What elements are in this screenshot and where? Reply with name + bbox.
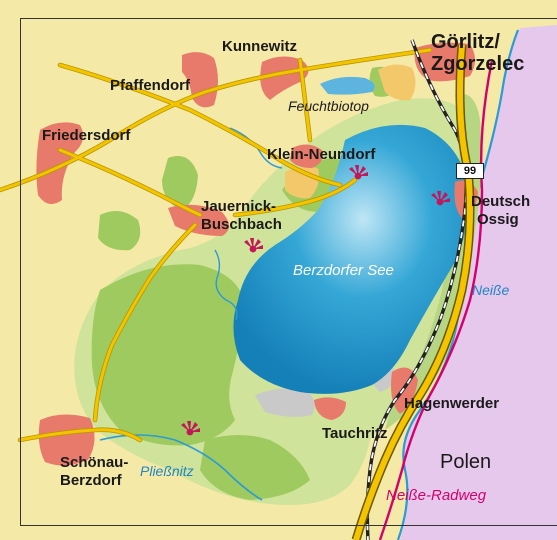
label-goerlitz-2: Zgorzelec <box>431 53 525 75</box>
label-neisse: Neiße <box>472 282 510 298</box>
town-klein-neundorf <box>290 144 323 168</box>
town-schoenau <box>38 414 95 466</box>
town-friedersdorf <box>36 122 84 204</box>
road-b99-fill <box>353 44 473 540</box>
road-number-shield: 99 <box>456 163 484 179</box>
forest-south <box>200 435 310 500</box>
stream-north <box>229 127 283 169</box>
label-kunnewitz: Kunnewitz <box>222 38 297 55</box>
town-kunnewitz <box>260 56 309 100</box>
viewpoint-icon[interactable] <box>349 165 368 180</box>
label-berzdorfer-see: Berzdorfer See <box>293 262 394 279</box>
label-schoenau-1: Schönau- <box>60 454 129 471</box>
label-pfaffendorf: Pfaffendorf <box>110 77 190 94</box>
label-goerlitz-1: Görlitz/ <box>431 31 500 53</box>
railway-dash <box>366 39 468 540</box>
bike-path <box>378 59 494 540</box>
label-jauernick-2: Buschbach <box>201 216 282 233</box>
town-pfaffendorf <box>182 52 218 108</box>
label-jauernick-1: Jauernick- <box>201 198 277 215</box>
stream-west <box>214 249 238 321</box>
town-jauernick <box>168 204 229 236</box>
label-klein-neundorf: Klein-Neundorf <box>267 146 376 163</box>
label-hagenwerder: Hagenwerder <box>404 395 500 412</box>
poland-area <box>400 25 557 540</box>
feuchtbiotop-water <box>320 76 375 95</box>
label-friedersdorf: Friedersdorf <box>42 127 131 144</box>
label-deutsch-ossig-1: Deutsch <box>471 193 531 210</box>
forest-west-1 <box>162 156 198 210</box>
pliessnitz-river <box>99 434 263 501</box>
forest-west-2 <box>98 211 141 251</box>
local-roads-fill <box>0 48 432 442</box>
viewpoint-icon[interactable] <box>431 191 450 206</box>
label-deutsch-ossig-2: Ossig <box>477 211 519 228</box>
town-tauchritz <box>314 397 346 420</box>
sand-area-2 <box>378 64 416 101</box>
mining-area <box>255 388 315 417</box>
viewpoint-icon[interactable] <box>244 238 263 253</box>
label-neisse-radweg: Neiße-Radweg <box>386 487 487 504</box>
label-feuchtbiotop: Feuchtbiotop <box>288 98 369 114</box>
label-tauchritz: Tauchritz <box>322 425 388 442</box>
label-pliessnitz: Pließnitz <box>140 463 194 479</box>
label-polen: Polen <box>440 451 492 473</box>
label-schoenau-2: Berzdorf <box>60 472 122 489</box>
berzdorfer-see <box>233 124 469 394</box>
viewpoint-icon[interactable] <box>181 421 200 436</box>
